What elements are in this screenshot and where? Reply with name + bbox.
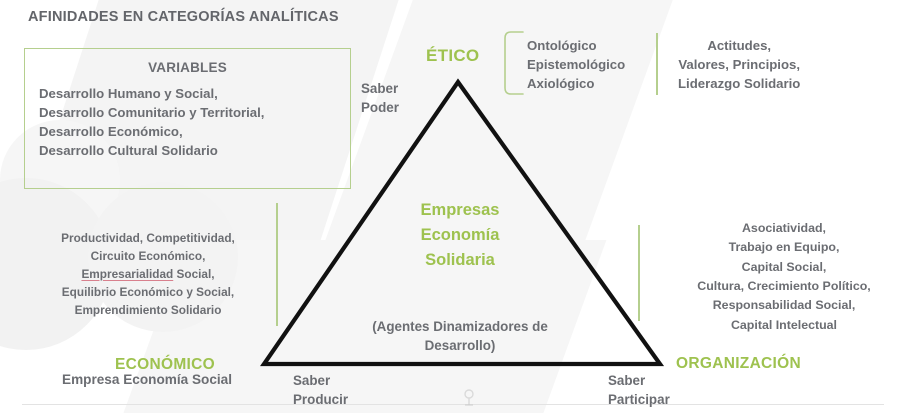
green-divider-right: [638, 225, 640, 321]
variables-box: VARIABLES Desarrollo Humano y Social, De…: [24, 48, 351, 189]
vertex-label-etico: ÉTICO: [426, 46, 480, 65]
organization-attribute-item: Trabajo en Equipo,: [728, 240, 840, 255]
participar-word: Participar: [608, 392, 670, 408]
economic-attribute-item: Circuito Económico,: [90, 248, 206, 263]
center-subline-line: Desarrollo): [424, 338, 496, 354]
ethic-bracket-item: Ontológico: [527, 38, 597, 53]
center-headline: Empresas Economía Solidaria: [380, 198, 540, 273]
saber-producir-label: Saber Producir: [293, 371, 348, 410]
organization-attribute-item: Capital Social,: [741, 259, 827, 274]
vertex-label-economico: ECONÓMICO: [115, 356, 216, 373]
variables-list: Desarrollo Humano y Social, Desarrollo C…: [39, 84, 350, 160]
saber-participar-label: Saber Participar: [608, 371, 670, 410]
saber-word: Saber: [361, 81, 399, 96]
footer-divider: [22, 404, 884, 405]
empresa-economia-social-label: Empresa Economía Social: [62, 372, 232, 387]
economic-attribute-item: Productividad, Competitividad,: [61, 231, 235, 245]
variables-heading: VARIABLES: [148, 60, 227, 75]
ethic-bracket-item: Axiológico: [527, 76, 595, 91]
center-headline-line: Solidaria: [425, 251, 495, 270]
variables-item: Desarrollo Humano y Social,: [39, 86, 218, 101]
green-divider-top: [656, 33, 658, 95]
organization-attribute-item: Responsabilidad Social,: [712, 298, 856, 313]
variables-item: Desarrollo Cultural Solidario: [39, 143, 218, 158]
ethic-attribute-item: Liderazgo Solidario: [678, 76, 801, 91]
page-title: AFINIDADES EN CATEGORÍAS ANALÍTICAS: [28, 9, 339, 25]
center-headline-line: Economía: [420, 226, 500, 245]
center-subline-line: (Agentes Dinamizadores de: [372, 319, 548, 334]
economic-attribute-item: Emprendimiento Solidario: [74, 302, 222, 317]
center-subline: (Agentes Dinamizadores de Desarrollo): [330, 317, 590, 356]
ethic-attributes-list: Actitudes, Valores, Principios, Liderazg…: [678, 36, 800, 93]
ethic-attribute-item: Valores, Principios,: [678, 57, 801, 72]
saber-poder-label: Saber Poder: [361, 79, 399, 118]
variables-item: Desarrollo Comunitario y Territorial,: [39, 105, 265, 120]
organization-attributes-list: Asociatividad, Trabajo en Equipo, Capita…: [660, 219, 908, 335]
producir-word: Producir: [293, 392, 349, 408]
misspelled-word: Empresarialidad: [81, 266, 174, 281]
organization-attribute-item: Cultura, Crecimiento Político,: [697, 279, 871, 294]
ethic-bracket-list: Ontológico Epistemológico Axiológico: [527, 36, 625, 93]
organization-attribute-item: Asociatividad,: [741, 221, 826, 235]
poder-word: Poder: [361, 100, 399, 116]
ethic-attribute-item: Actitudes,: [707, 38, 772, 53]
economic-attribute-item: Empresarialidad Social,: [28, 266, 268, 284]
green-bracket-icon: [504, 31, 524, 95]
variables-item: Desarrollo Económico,: [39, 124, 183, 139]
economic-attribute-item: Equilibrio Económico y Social,: [61, 284, 235, 299]
center-headline-line: Empresas: [420, 201, 500, 219]
misspelled-suffix: Social,: [173, 266, 215, 281]
vertex-label-organizacion: ORGANIZACIÓN: [676, 355, 802, 372]
saber-word: Saber: [608, 373, 646, 388]
ethic-bracket-item: Epistemológico: [527, 57, 626, 72]
green-divider-left: [276, 203, 278, 326]
economic-attributes-list: Productividad, Competitividad, Circuito …: [28, 230, 268, 320]
saber-word: Saber: [293, 373, 331, 388]
map-pin-icon: [464, 389, 474, 406]
organization-attribute-item: Capital Intelectual: [730, 317, 838, 332]
